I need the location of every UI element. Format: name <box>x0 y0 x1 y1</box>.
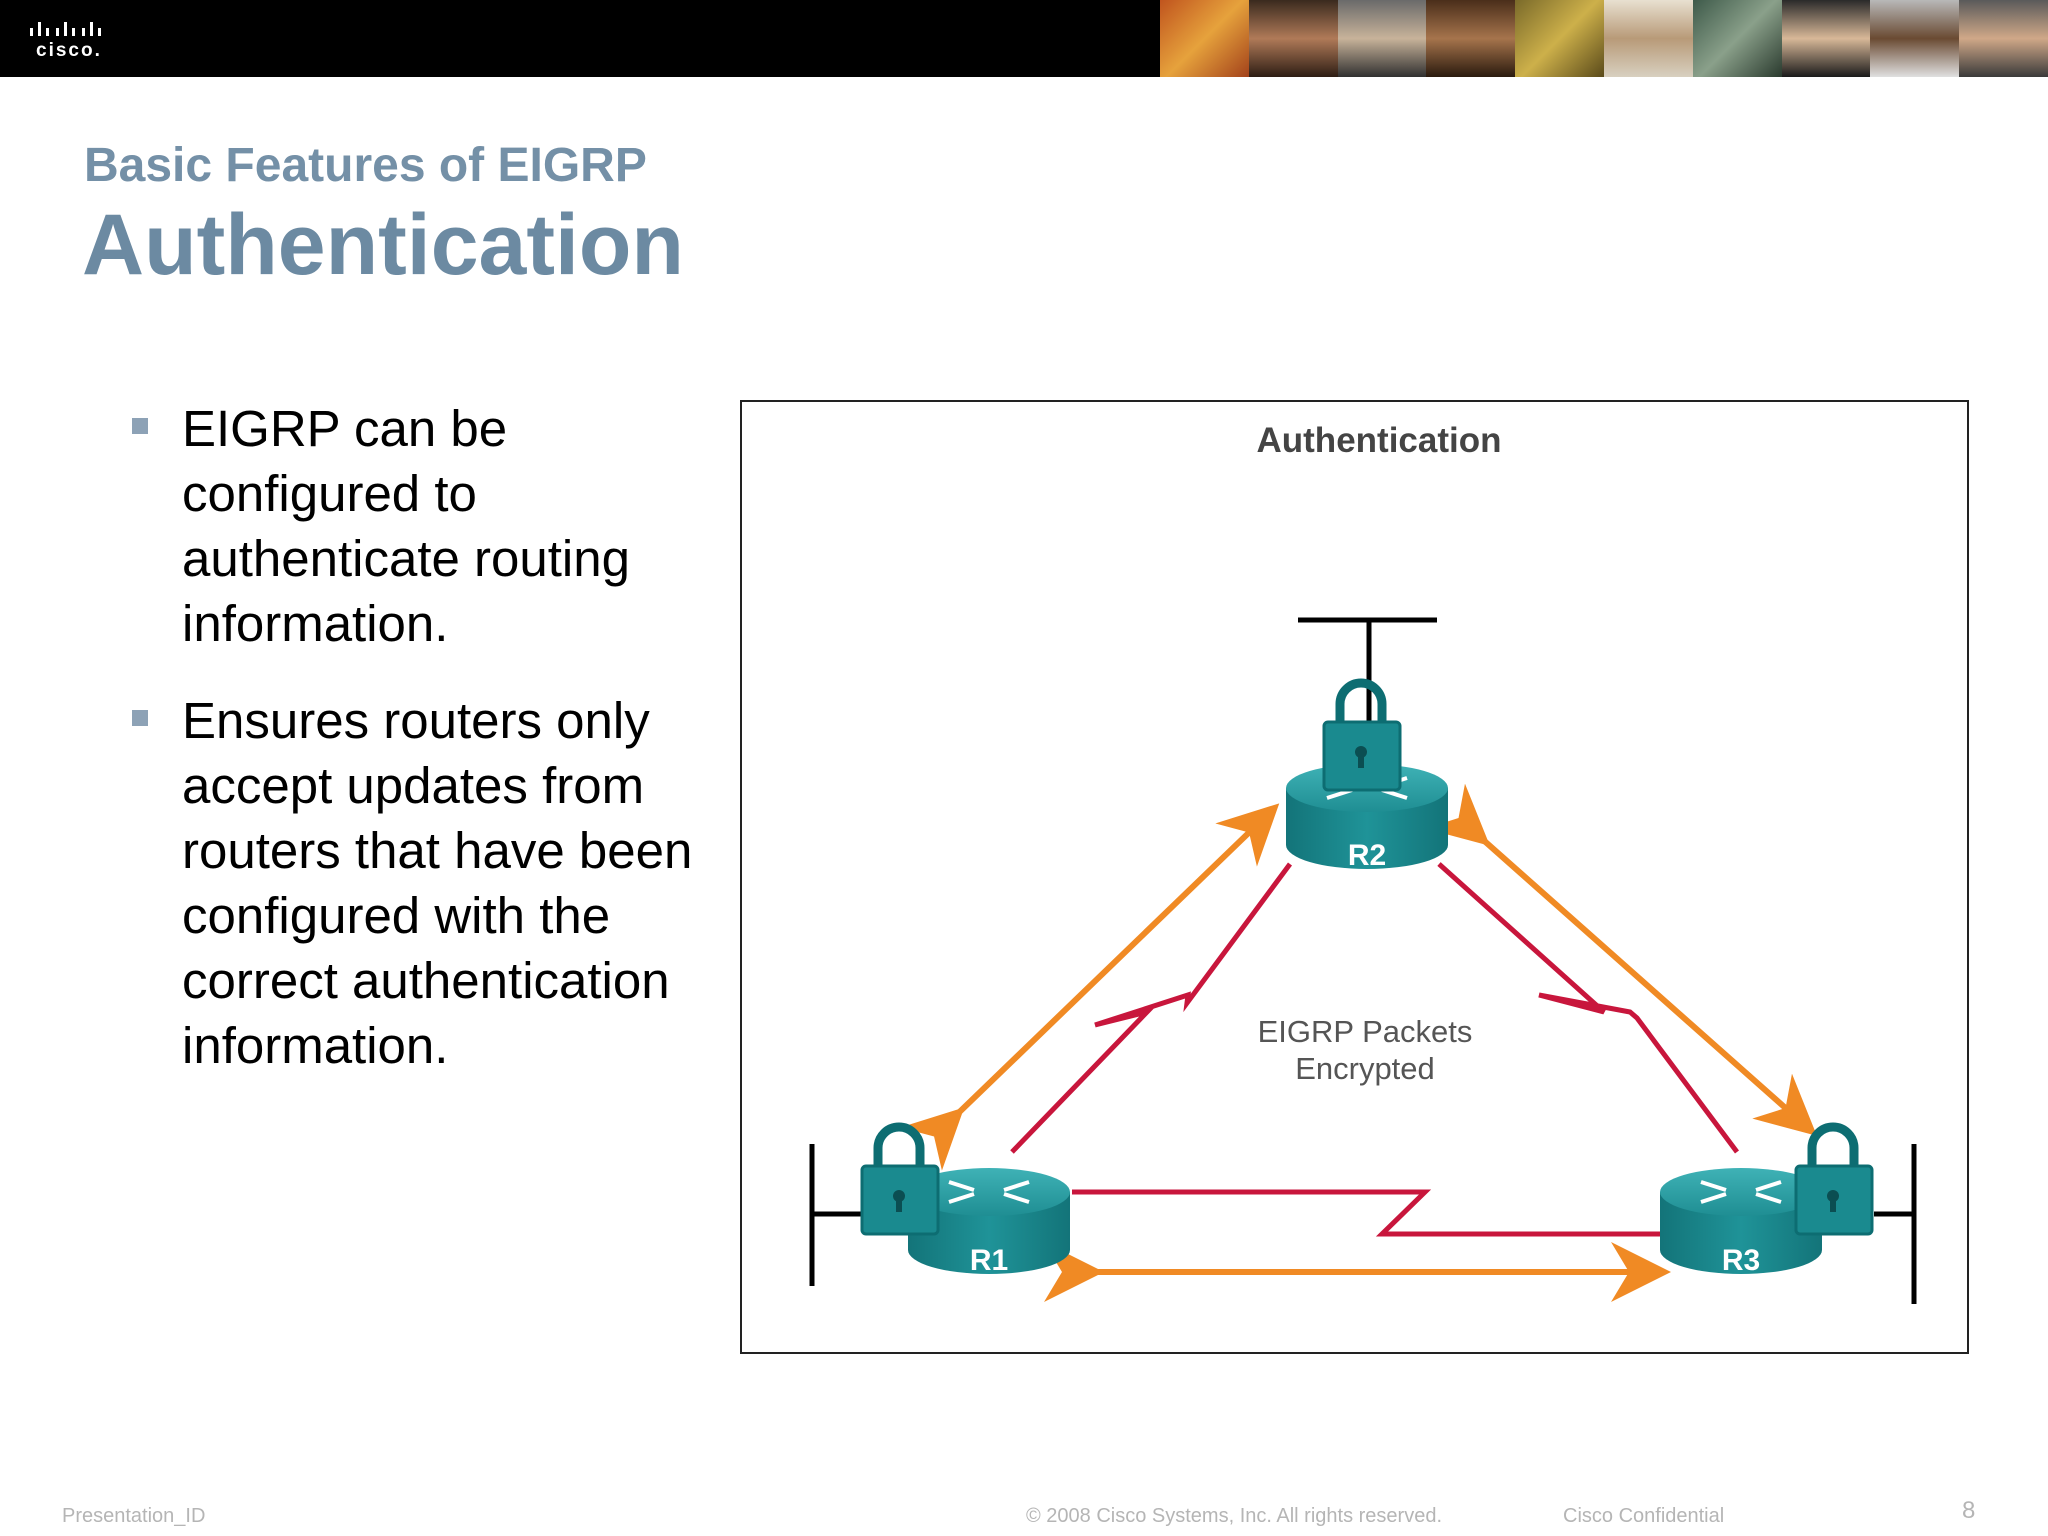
lan-segment-r2 <box>1298 617 1437 722</box>
router-label-r2: R2 <box>1348 839 1386 872</box>
authentication-figure: Authentication R2 <box>740 400 1969 1354</box>
arrow-r1-r2 <box>900 803 1280 1171</box>
diagram-title: Authentication <box>1257 421 1502 460</box>
bullet-square-icon <box>132 418 148 434</box>
router-label-r3: R3 <box>1722 1244 1760 1277</box>
serial-link-r1-r3 <box>1072 1189 1662 1237</box>
slide-subtitle: Basic Features of EIGRP <box>84 139 647 192</box>
bullet-item: Ensures routers only accept updates from… <box>132 688 722 1078</box>
photo-strip <box>1160 0 2048 77</box>
center-label-line1: EIGRP Packets <box>1258 1014 1473 1049</box>
lock-icon <box>860 1122 940 1236</box>
bullet-list: EIGRP can be configured to authenticate … <box>132 396 722 1110</box>
bullet-item: EIGRP can be configured to authenticate … <box>132 396 722 656</box>
top-banner: cisco. <box>0 0 2048 77</box>
cisco-logo-icon <box>30 22 101 36</box>
slide-title: Authentication <box>82 197 684 293</box>
router-r3: R3 <box>1660 1168 1822 1277</box>
cisco-logo-text: cisco. <box>36 40 102 61</box>
network-diagram: Authentication R2 <box>809 421 1917 1304</box>
bullet-text: Ensures routers only accept updates from… <box>182 692 693 1074</box>
lock-icon <box>1794 1122 1874 1236</box>
serial-link-r1-r2 <box>1010 862 1293 1154</box>
lan-segment-r3 <box>1874 1144 1917 1304</box>
router-r1: R1 <box>908 1168 1070 1277</box>
footer-confidential: Cisco Confidential <box>1563 1505 1725 1527</box>
footer-copyright: © 2008 Cisco Systems, Inc. All rights re… <box>1026 1505 1443 1527</box>
footer-presentation-id: Presentation_ID <box>62 1505 206 1527</box>
bullet-square-icon <box>132 710 148 726</box>
center-label-line2: Encrypted <box>1295 1051 1435 1086</box>
serial-link-r2-r3 <box>1437 862 1740 1154</box>
router-label-r1: R1 <box>970 1244 1008 1277</box>
bullet-text: EIGRP can be configured to authenticate … <box>182 400 630 652</box>
arrow-r2-r3 <box>1425 783 1817 1136</box>
lock-icon <box>1322 678 1402 792</box>
page-number: 8 <box>1962 1497 1976 1524</box>
